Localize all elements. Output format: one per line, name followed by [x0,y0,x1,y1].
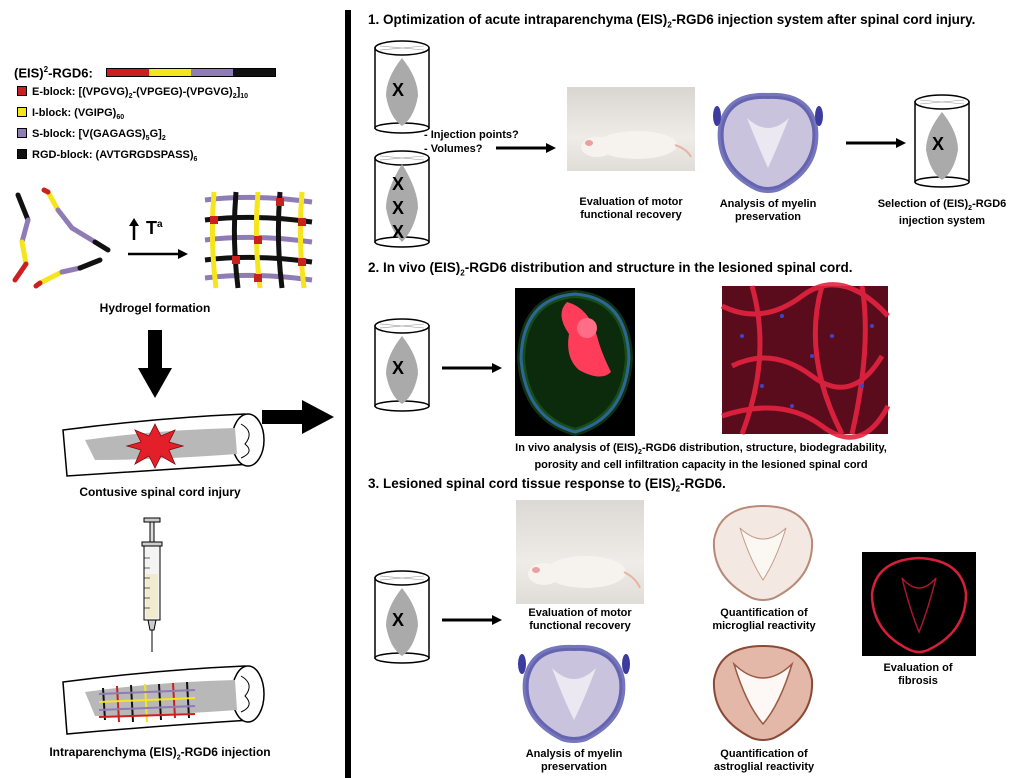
caption-motor-recovery: Evaluation of motor functional recovery [579,196,683,221]
question-volumes: - Volumes? [424,143,483,155]
x-mark: X [392,610,405,630]
x-mark: X [392,222,405,242]
legend-rgd-block: RGD-block: (AVTGRGDSPASS)6 [17,149,197,163]
x-mark: X [392,80,405,100]
spinal-cord-injury-illustration [62,413,265,477]
right-arrow [262,400,334,434]
legend-e-block: E-block: [(VPGVG)2-(VPGEG)-(VPGVG)2]10 [17,86,248,100]
thin-arrow [442,615,502,625]
divider-line [345,10,351,778]
caption-motor-recovery-s3: Evaluation of motor functional recovery [528,607,632,632]
temperature-label: Ta [146,218,163,238]
caption-astroglial-reactivity: Quantification of astroglial reactivity [713,748,815,773]
question-injection-points: - Injection points? [424,129,519,141]
syringe-icon [141,517,163,652]
section3-title: 3. Lesioned spinal cord tissue response … [368,476,726,494]
x-mark: X [392,174,405,194]
cord-cylinder-three-points [374,150,430,248]
section1-title: 1. Optimization of acute intraparenchyma… [368,12,976,30]
cord-cylinder-section2 [374,318,430,412]
x-mark: X [932,134,945,154]
hydrogel-microstructure-image [720,282,891,440]
myelin-section-image [514,640,634,744]
fluorescence-cord-image [515,288,635,437]
thin-arrow [442,363,502,373]
caption-in-vivo-analysis: In vivo analysis of (EIS)2-RGD6 distribu… [515,442,887,472]
cord-cylinder-single-point [374,40,430,134]
caption-selection: Selection of (EIS)2-RGD6 injection syste… [877,198,1007,228]
contusive-injury-label: Contusive spinal cord injury [79,485,241,499]
cord-cylinder-selected [914,94,970,188]
caption-microglial-reactivity: Quantification of microglial reactivity [712,607,816,632]
peptide-name: (EIS)2-RGD6: [14,65,93,81]
x-mark: X [392,198,405,218]
legend-s-block: S-block: [V(GAGAGS)5G]2 [17,128,166,142]
rat-photo [516,500,644,604]
fibrosis-image [862,552,976,656]
x-mark: X [392,358,405,378]
spinal-cord-injection-illustration [62,665,265,735]
caption-fibrosis: Evaluation of fibrosis [883,662,953,687]
legend-i-block: I-block: (VGIPG)60 [17,107,124,121]
hydrogel-formation-label: Hydrogel formation [99,301,211,315]
down-arrow [138,330,172,398]
microglia-section-image [704,500,822,604]
thin-arrow [496,143,556,153]
thin-arrow [846,138,906,148]
astroglia-section-image [704,640,822,744]
hydrogel-network [204,191,313,289]
injection-label: Intraparenchyma (EIS)2-RGD6 injection [49,745,271,762]
caption-myelin-preservation-s3: Analysis of myelin preservation [525,748,623,773]
myelin-section-image [707,88,829,196]
section2-title: 2. In vivo (EIS)2-RGD6 distribution and … [368,260,853,278]
caption-myelin-preservation: Analysis of myelin preservation [719,198,817,223]
rat-photo [567,87,695,171]
free-polymer-chains [12,187,111,289]
temperature-arrow [128,218,188,259]
cord-cylinder-section3 [374,570,430,664]
peptide-bar [106,68,276,77]
